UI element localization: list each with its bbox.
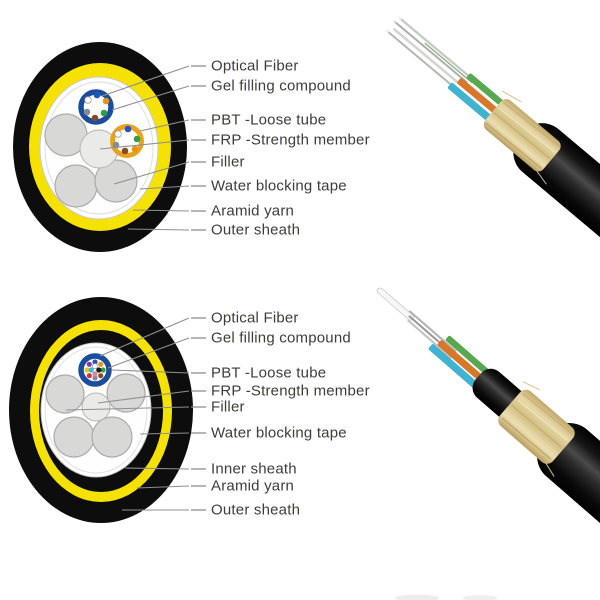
optical-fiber-blue [92, 359, 98, 365]
stripped-strand [399, 17, 475, 82]
optical-fiber-aqua [88, 367, 94, 373]
optical-fiber-white [114, 130, 122, 138]
loose-tube-blue [78, 89, 114, 125]
optical-fiber-violet [86, 361, 92, 367]
label-filler: Filler [211, 153, 245, 171]
label-aramid-yarn: Aramid yarn [211, 202, 295, 220]
optical-fiber-white [92, 363, 98, 370]
label-frp-strength-member: FRP -Strength member [211, 382, 370, 400]
label-pbt-loose-tube: PBT -Loose tube [211, 364, 327, 382]
optical-fiber-red [86, 373, 92, 379]
photo-stripped-cable-single-jacket [386, 16, 600, 312]
filler-rod [53, 416, 95, 458]
filler-rod [94, 159, 138, 203]
label-optical-fiber: Optical Fiber [211, 57, 299, 75]
label-pbt-loose-tube: PBT -Loose tube [211, 111, 327, 129]
label-outer-sheath: Outer sheath [211, 221, 301, 239]
stripped-strand [392, 27, 469, 93]
strand-tip [392, 20, 396, 24]
leader-lines-bottom [65, 317, 190, 511]
loose-tube-orange [110, 124, 144, 158]
label-dashes-bottom [191, 317, 206, 511]
optical-fiber-slate [83, 108, 91, 116]
strand-tip [398, 16, 402, 20]
stripped-strand [408, 310, 457, 353]
label-optical-fiber: Optical Fiber [211, 309, 299, 327]
leader-lines-top [99, 65, 190, 231]
faint-smudge [395, 594, 439, 600]
filler-rod [54, 164, 98, 208]
loose-tube-orange [457, 78, 505, 120]
label-frp-strength-member: FRP -Strength member [211, 131, 370, 149]
aramid-yarn-collar [498, 381, 575, 477]
optical-fiber-slate [92, 375, 98, 381]
cross-section-single-jacket [13, 42, 206, 252]
filler-rod [45, 374, 85, 414]
cross-section-double-jacket [9, 297, 206, 523]
optical-fiber-orange [102, 97, 110, 105]
label-inner-sheath: Inner sheath [211, 460, 297, 478]
optical-fiber-green [100, 109, 108, 117]
optical-fiber-white [84, 96, 92, 104]
label-water-blocking-tape: Water blocking tape [211, 177, 347, 195]
label-outer-sheath: Outer sheath [211, 501, 301, 519]
optical-fiber-orange [131, 145, 139, 153]
strand-tip [386, 29, 390, 33]
stripped-strand-green [424, 42, 473, 84]
filler-rod [91, 416, 133, 458]
optical-fiber-black [96, 367, 102, 373]
label-gel-filling-compound: Gel filling compound [211, 77, 351, 95]
loose-tube-green [466, 73, 511, 112]
label-water-blocking-tape: Water blocking tape [211, 424, 347, 442]
optical-fiber-orange [98, 361, 104, 367]
optical-fiber-yellow [84, 367, 90, 373]
label-filler: Filler [211, 398, 245, 416]
optical-fiber-green [133, 135, 141, 143]
stripped-strand [393, 20, 468, 84]
outer-sheath-jacket [513, 123, 600, 312]
filler-rod [106, 373, 146, 413]
optical-fiber-brown [98, 373, 104, 379]
photo-stripped-cable-double-jacket [376, 287, 600, 586]
label-aramid-yarn: Aramid yarn [211, 477, 295, 495]
optical-fiber-slate [112, 141, 120, 149]
optical-fiber-blue [93, 91, 101, 99]
frp-strength-member [81, 392, 111, 422]
stripped-strand [407, 319, 453, 360]
optical-fiber-brown [91, 114, 99, 122]
optical-fiber-brown [121, 147, 129, 155]
label-gel-filling-compound: Gel filling compound [211, 329, 351, 347]
optical-fiber-rose [92, 371, 98, 377]
loose-tube-blue-12f [78, 353, 112, 387]
loose-tube-cyan [428, 344, 488, 397]
stripped-strand [386, 30, 461, 93]
outer-sheath-jacket [537, 422, 600, 586]
optical-fiber-blue [124, 125, 132, 133]
aramid-yarn-bundle [483, 90, 561, 185]
optical-fiber-green [100, 367, 106, 373]
loose-tube-cyan [447, 82, 499, 127]
label-dashes-top [191, 65, 206, 231]
faint-smudge [462, 595, 498, 600]
